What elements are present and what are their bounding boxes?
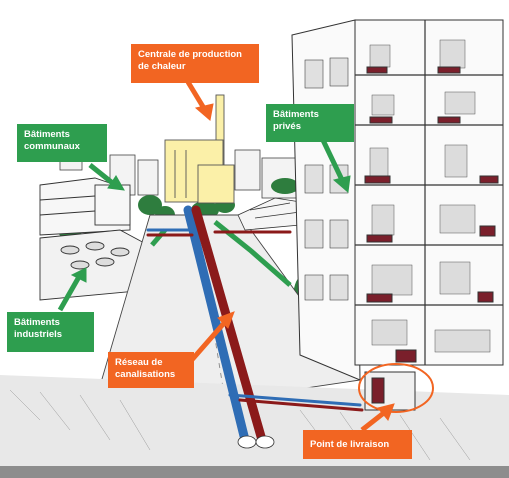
- pipe-ends: [237, 435, 275, 449]
- label-pipe-network: Réseau de canalisations: [108, 352, 194, 388]
- orange-arrows: [185, 80, 395, 432]
- label-delivery-point: Point de livraison: [303, 430, 412, 459]
- apartment-building: [291, 19, 504, 381]
- delivery-point: [358, 363, 434, 413]
- label-central-production: Centrale de production de chaleur: [131, 44, 259, 83]
- heat-plant: [164, 94, 235, 204]
- label-industrial-buildings: Bâtiments industriels: [7, 312, 94, 352]
- industrial-building: [39, 229, 149, 301]
- label-private-buildings: Bâtiments privés: [266, 104, 354, 142]
- bottom-bar: [0, 466, 509, 478]
- green-arrows: [57, 136, 351, 312]
- label-communal-buildings: Bâtiments communaux: [17, 124, 107, 162]
- communal-building: [39, 177, 131, 236]
